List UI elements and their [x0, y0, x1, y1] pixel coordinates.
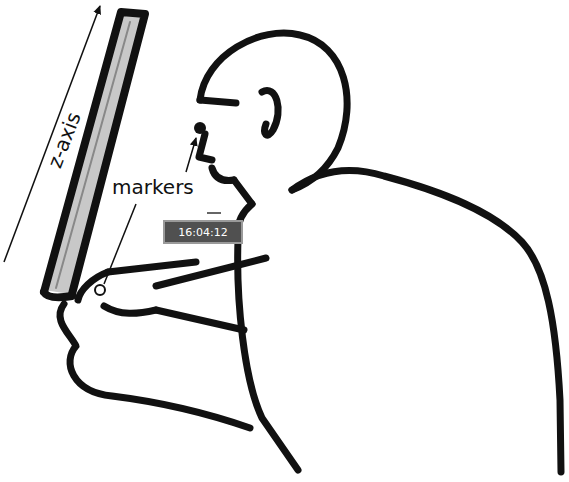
timestamp-tick: [207, 212, 221, 214]
hand-marker: [95, 285, 105, 295]
timestamp-text: 16:04:12: [178, 226, 227, 239]
laptop-screen: [44, 12, 145, 297]
callout-label: markers: [112, 176, 194, 198]
timestamp-box: 16:04:12: [163, 220, 243, 244]
eye-marker: [194, 122, 206, 134]
leader-line: [186, 138, 196, 172]
leader-line: [104, 204, 136, 284]
person-figure: [60, 33, 561, 472]
